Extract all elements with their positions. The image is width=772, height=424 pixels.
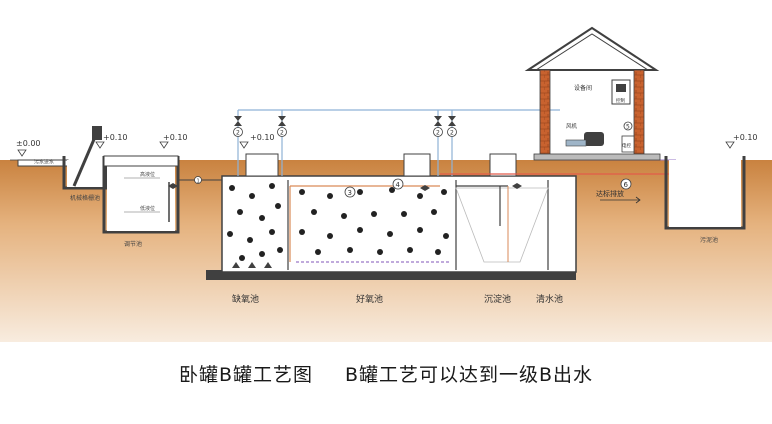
level-marker-3-text: +0.10 <box>250 133 275 142</box>
marker-5: 5 <box>623 121 633 131</box>
caption-right: B罐工艺可以达到一级B出水 <box>344 364 594 386</box>
inlet-channel-label: 污水进水 <box>34 159 54 166</box>
anoxic-media <box>227 183 283 261</box>
level-marker-2-text: +0.10 <box>163 133 188 142</box>
svg-text:控制: 控制 <box>616 97 625 104</box>
aerators <box>232 262 272 268</box>
level-marker-1: +0.10 <box>95 133 128 149</box>
level-ground: ±0.00 <box>10 139 41 161</box>
level-marker-1-text: +0.10 <box>103 133 128 142</box>
regulating-tank: 高液位 低液位 调节池 <box>102 155 180 248</box>
caption-left: 卧罐B罐工艺图 <box>178 364 313 386</box>
marker-3: 3 <box>344 186 356 198</box>
settling-label: 沉淀池 <box>484 293 511 305</box>
valve-icon <box>168 116 522 191</box>
level-marker-4-text: +0.10 <box>733 133 758 142</box>
main-tank <box>206 153 577 280</box>
svg-text:2: 2 <box>450 130 454 137</box>
marker-1 <box>194 176 202 184</box>
svg-text:2: 2 <box>280 130 284 137</box>
svg-text:4: 4 <box>396 181 401 189</box>
marker-2d: 2 <box>447 127 457 137</box>
svg-text:电控: 电控 <box>622 142 631 149</box>
blower-icon <box>584 132 604 146</box>
high-level-label: 高液位 <box>140 171 155 178</box>
marker-2a: 2 <box>233 127 243 137</box>
level-marker-2: +0.10 <box>159 133 188 149</box>
diagram-caption: 卧罐B罐工艺图 B罐工艺可以达到一级B出水 <box>0 360 772 387</box>
svg-text:2: 2 <box>436 130 440 137</box>
cabinet-icon <box>621 135 635 153</box>
equipment-room-label: 设备间 <box>574 84 592 92</box>
discharge-label: 达标排放 <box>596 189 624 198</box>
sludge-tank: 污泥池 <box>664 156 746 244</box>
svg-text:6: 6 <box>624 181 629 189</box>
screen-chamber: 机械格栅池 <box>62 126 108 202</box>
svg-text:1: 1 <box>197 179 200 185</box>
level-ground-text: ±0.00 <box>16 139 41 148</box>
marker-4: 4 <box>392 178 404 190</box>
aerobic-label: 好氧池 <box>356 293 383 305</box>
marker-2b: 2 <box>277 127 287 137</box>
svg-text:2: 2 <box>236 130 240 137</box>
equipment-room: 设备间 风机 电控 控制 <box>524 26 661 161</box>
low-level-label: 低液位 <box>140 205 155 212</box>
screen-label: 机械格栅池 <box>70 194 100 202</box>
discharge-arrow-icon <box>600 196 641 204</box>
level-marker-4: +0.10 <box>725 133 758 149</box>
marker-2c: 2 <box>433 127 443 137</box>
svg-text:3: 3 <box>348 189 352 197</box>
clear-label: 清水池 <box>536 293 563 305</box>
blower-label: 风机 <box>566 122 578 130</box>
regulating-label: 调节池 <box>124 240 142 248</box>
marker-6: 6 <box>620 178 632 190</box>
svg-text:5: 5 <box>626 124 630 131</box>
anoxic-label: 缺氧池 <box>232 293 259 305</box>
aerobic-media <box>299 187 449 255</box>
level-marker-3: +0.10 <box>239 133 275 149</box>
sludge-label: 污泥池 <box>700 236 718 244</box>
